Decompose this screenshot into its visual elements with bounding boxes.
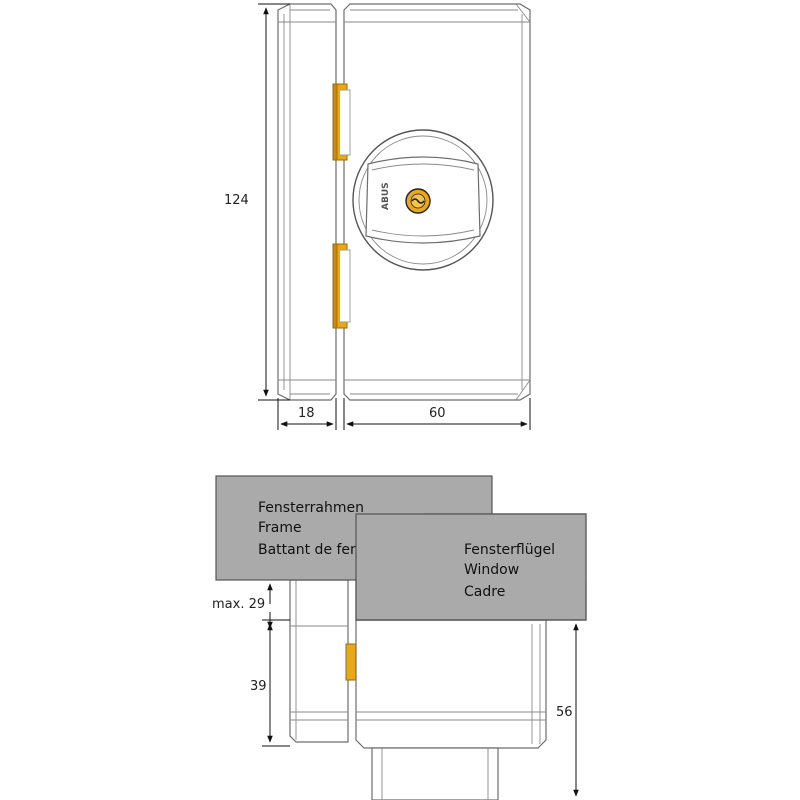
- sash-label-box: Fensterflügel Window Cadre: [355, 513, 587, 621]
- left-depth-dimension: 39: [250, 623, 290, 747]
- gap-value: max. 29: [212, 597, 265, 612]
- side-frame-part: [289, 579, 359, 743]
- height-value: 124: [224, 193, 249, 208]
- frame-label-de: Fensterrahmen: [258, 500, 364, 516]
- width-dimensions: 18 60: [277, 398, 531, 430]
- sash-label-en: Window: [464, 562, 519, 578]
- side-sash-part: [355, 619, 547, 800]
- right-depth-value: 56: [556, 705, 573, 720]
- frame-part-body: [277, 3, 337, 401]
- width-right-value: 60: [429, 406, 446, 421]
- width-left-value: 18: [298, 406, 315, 421]
- front-view: ABUS 124 18 60: [224, 3, 531, 430]
- side-view: Fensterrahmen Frame Battant de fenêtre F…: [212, 475, 587, 800]
- left-depth-value: 39: [250, 679, 267, 694]
- lower-hinge: [332, 243, 351, 329]
- frame-label-en: Frame: [258, 520, 302, 536]
- keyhole: [405, 188, 431, 214]
- sash-label-fr: Cadre: [464, 584, 505, 600]
- sash-label-de: Fensterflügel: [464, 542, 555, 558]
- frame-label-fr: Battant de fenêtre: [258, 542, 387, 558]
- upper-hinge: [332, 83, 351, 161]
- right-depth-dimension: 56: [556, 623, 579, 797]
- lock-cylinder: ABUS: [352, 129, 494, 271]
- abus-logo: ABUS: [381, 182, 391, 210]
- height-dimension: 124: [224, 3, 290, 401]
- gap-dimension: max. 29: [212, 583, 290, 629]
